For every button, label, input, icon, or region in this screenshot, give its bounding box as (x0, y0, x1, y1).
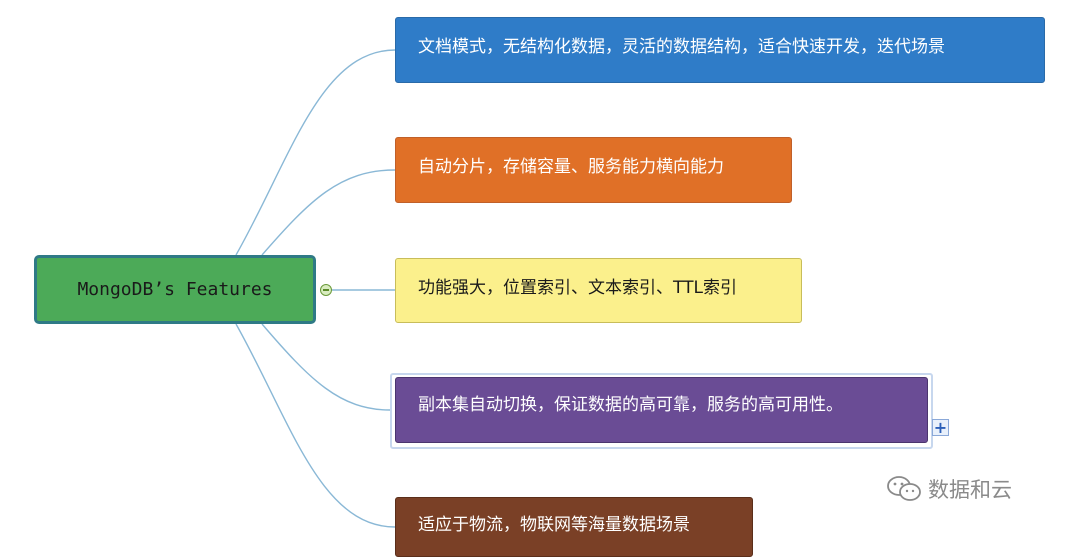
expand-toggle-icon[interactable]: + (932, 419, 949, 436)
connector-4 (261, 323, 391, 411)
branch-topic-4[interactable]: 副本集自动切换，保证数据的高可靠，服务的高可用性。 (395, 377, 928, 443)
wechat-icon (887, 476, 921, 501)
connector-2 (261, 169, 396, 256)
branch-topic-5[interactable]: 适应于物流，物联网等海量数据场景 (395, 497, 753, 557)
branch-topic-3-label: 功能强大，位置索引、文本索引、TTL索引 (418, 278, 737, 298)
branch-topic-5-label: 适应于物流，物联网等海量数据场景 (418, 515, 690, 535)
branch-topic-4-label: 副本集自动切换，保证数据的高可靠，服务的高可用性。 (418, 395, 843, 415)
branch-topic-2-label: 自动分片，存储容量、服务能力横向能力 (418, 157, 724, 177)
branch-topic-2[interactable]: 自动分片，存储容量、服务能力横向能力 (395, 137, 792, 203)
connector-5 (235, 323, 396, 528)
plus-icon: + (933, 417, 948, 437)
collapse-toggle-icon[interactable] (320, 284, 332, 296)
connector-1 (235, 49, 396, 256)
watermark: 数据和云 (886, 474, 1012, 504)
selection-outline (390, 373, 933, 449)
connector-lines (235, 49, 396, 528)
central-topic[interactable]: MongoDB’s Features (34, 255, 316, 324)
branch-topic-3[interactable]: 功能强大，位置索引、文本索引、TTL索引 (395, 258, 802, 323)
watermark-text: 数据和云 (928, 478, 1012, 502)
central-topic-label: MongoDB’s Features (77, 279, 273, 300)
branch-topic-1[interactable]: 文档模式，无结构化数据，灵活的数据结构，适合快速开发，迭代场景 (395, 17, 1045, 83)
branch-topic-1-label: 文档模式，无结构化数据，灵活的数据结构，适合快速开发，迭代场景 (418, 37, 945, 57)
